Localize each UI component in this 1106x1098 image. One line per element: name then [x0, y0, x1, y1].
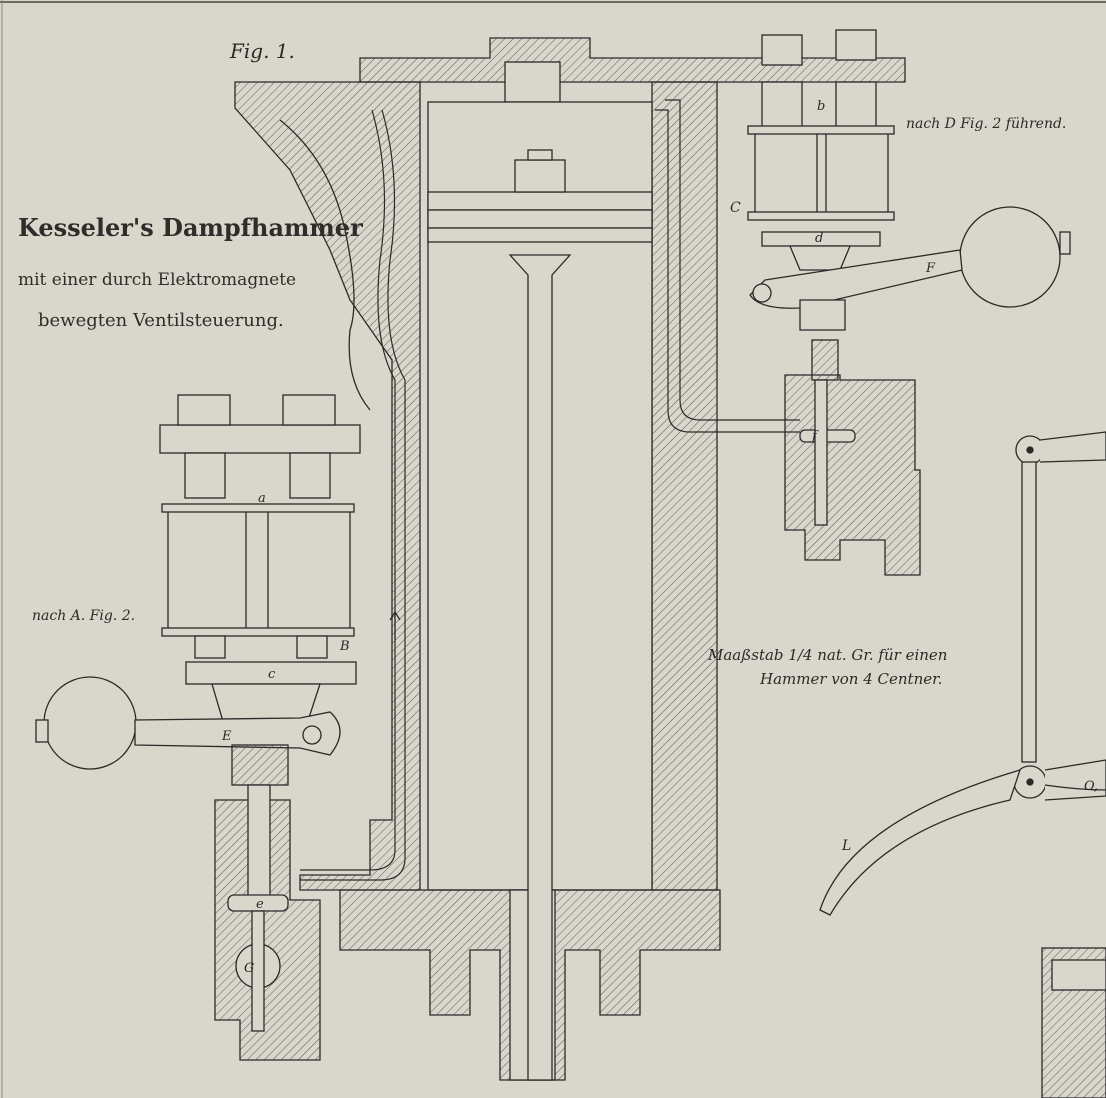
label-F: F	[925, 261, 936, 276]
label-E: E	[221, 729, 232, 744]
piston-assembly	[427, 149, 653, 1081]
title-line-2: mit einer durch Elektromagnete	[18, 270, 296, 290]
label-e: e	[256, 897, 264, 912]
label-f: f	[811, 429, 819, 444]
label-B: B	[339, 639, 350, 654]
label-G: G	[244, 961, 254, 976]
title-line-1: Kesseler's Dampfhammer	[18, 213, 363, 242]
label-b: b	[817, 99, 825, 114]
label-O: O,	[1084, 779, 1098, 794]
label-C: C	[730, 200, 741, 216]
label-L: L	[841, 838, 851, 854]
note-nach-d: nach D Fig. 2 führend.	[906, 116, 1066, 132]
scale-note-line-1: Maaßstab 1/4 nat. Gr. für einen	[707, 646, 947, 664]
steam-channels	[300, 99, 800, 881]
label-d: d	[815, 231, 823, 246]
title-line-3: bewegten Ventilsteuerung.	[38, 310, 284, 331]
scale-note-line-2: Hammer von 4 Centner.	[759, 670, 942, 688]
valve-linkage	[819, 431, 1106, 1098]
note-nach-a: nach A. Fig. 2.	[32, 608, 135, 624]
figure-label: Fig. 1.	[229, 39, 295, 63]
right-electromagnet	[747, 29, 1071, 576]
left-electromagnet	[35, 394, 361, 1061]
label-a: a	[258, 491, 266, 506]
label-c: c	[268, 667, 276, 682]
